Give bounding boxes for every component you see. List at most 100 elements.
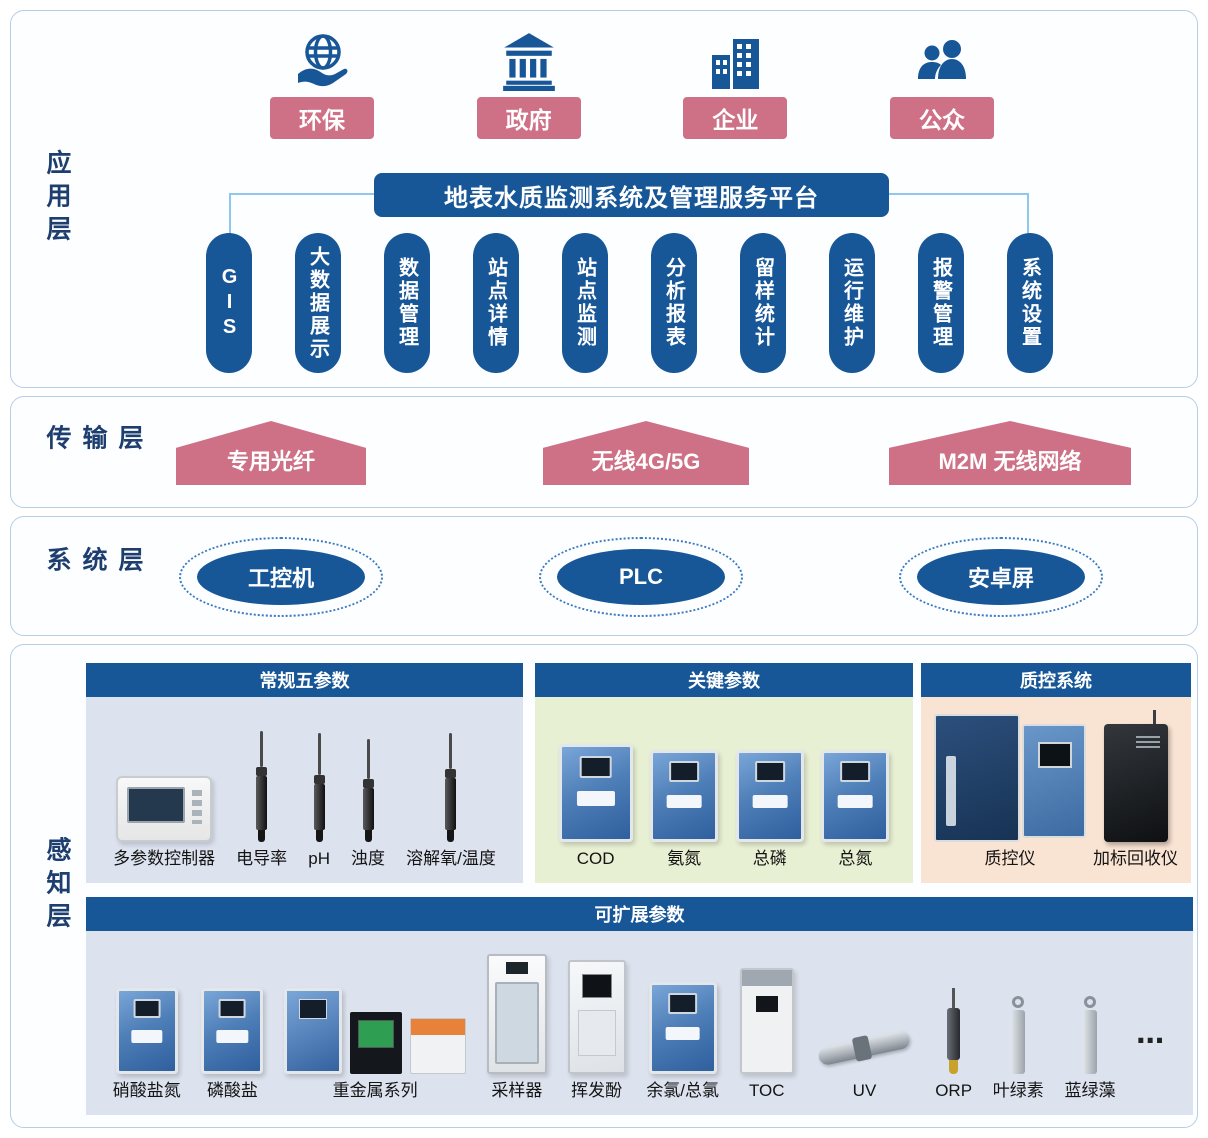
device-nitrate-analyzer: 硝酸盐氮 [113, 988, 181, 1101]
probe-icon [445, 733, 457, 843]
device-ph-probe: pH [308, 733, 330, 869]
device-bluegreen-algae-sensor: 蓝绿藻 [1064, 996, 1115, 1101]
volatile-phenol-icon [567, 960, 626, 1075]
connector-line-left-v [229, 193, 231, 233]
device-row: COD 氨氮 总磷 总氮 [535, 697, 913, 883]
platform-banner: 地表水质监测系统及管理服务平台 [374, 173, 889, 217]
module-pill-system-settings: 系统设置 [1007, 233, 1053, 373]
channel-m2m: M2M 无线网络 [889, 421, 1131, 485]
panel-title: 质控系统 [921, 663, 1191, 697]
stakeholder-environment: 环保 [256, 25, 388, 139]
qc-instrument-icon [934, 714, 1086, 843]
node-label: 安卓屏 [917, 549, 1085, 605]
device-ammonia-analyzer: 氨氮 [650, 750, 719, 869]
system-layer: 系统层 工控机 PLC 安卓屏 [10, 516, 1198, 636]
device-total-phosphorus-analyzer: 总磷 [735, 750, 804, 869]
stakeholder-government: 政府 [463, 25, 595, 139]
heavy-metal-icons [284, 988, 467, 1075]
stakeholders-row: 环保 政府 [256, 25, 1008, 139]
toc-icon [739, 968, 794, 1075]
stakeholder-label: 企业 [683, 97, 788, 139]
bluegreen-algae-sensor-icon [1082, 996, 1097, 1075]
module-pill-station-monitor: 站点监测 [562, 233, 608, 373]
application-layer: 应用层 环保 [10, 10, 1198, 388]
controller-device-icon [116, 776, 213, 843]
module-pill-analysis-report: 分析报表 [651, 233, 697, 373]
globe-hand-icon [290, 25, 354, 91]
module-pill-gis: GIS [206, 233, 252, 373]
uv-sensor-icon [814, 1022, 914, 1074]
device-total-nitrogen-analyzer: 总氮 [821, 750, 890, 869]
panel-title: 关键参数 [535, 663, 913, 697]
government-building-icon [500, 25, 558, 91]
module-pill-data-management: 数据管理 [384, 233, 430, 373]
connector-line-right-v [1027, 193, 1029, 233]
system-layer-label: 系统层 [43, 546, 143, 580]
panel-title: 可扩展参数 [86, 897, 1193, 931]
device-chlorophyll-sensor: 叶绿素 [993, 996, 1044, 1101]
probe-icon [313, 733, 325, 843]
analyzer-cabinet-icon [558, 744, 633, 843]
analyzer-cabinet-icon [735, 750, 804, 843]
device-cod-analyzer: COD [558, 744, 633, 869]
device-conductivity-probe: 电导率 [236, 731, 287, 869]
device-heavy-metal-series: 重金属系列 [284, 988, 467, 1101]
node-industrial-pc: 工控机 [179, 537, 383, 617]
module-pill-station-detail: 站点详情 [473, 233, 519, 373]
connector-line-right-h [889, 193, 1029, 195]
device-turbidity-probe: 浊度 [351, 739, 385, 869]
sampler-icon [486, 954, 547, 1075]
node-plc: PLC [539, 537, 743, 617]
chlorophyll-sensor-icon [1011, 996, 1026, 1075]
analyzer-cabinet-icon [648, 982, 717, 1075]
stakeholder-label: 公众 [889, 97, 994, 139]
device-spike-recovery-instrument: 加标回收仪 [1093, 710, 1178, 869]
device-orp-sensor: ORP [935, 988, 972, 1101]
analyzer-cabinet-icon [115, 988, 178, 1075]
channel-wireless-4g5g: 无线4G/5G [543, 421, 749, 485]
perception-layer: 感知层 常规五参数 多参数控制器 电导率 [10, 644, 1198, 1128]
transmission-layer-label: 传输层 [43, 424, 143, 458]
node-label: 工控机 [197, 549, 365, 605]
device-do-temp-probe: 溶解氧/温度 [406, 733, 496, 869]
panel-expandable-params: 可扩展参数 硝酸盐氮 磷酸盐 重金属系列 [86, 897, 1193, 1115]
panel-conventional-params: 常规五参数 多参数控制器 电导率 pH [86, 663, 523, 883]
people-icon [912, 25, 972, 91]
application-layer-label: 应用层 [43, 149, 71, 249]
module-pills-row: GIS 大数据展示 数据管理 站点详情 站点监测 分析报表 留样统计 运行维护 … [206, 233, 1053, 373]
perception-layer-label: 感知层 [43, 836, 71, 936]
stakeholder-label: 政府 [476, 97, 581, 139]
analyzer-cabinet-icon [821, 750, 890, 843]
transmission-layer: 传输层 专用光纤 无线4G/5G M2M 无线网络 [10, 396, 1198, 508]
device-row: 硝酸盐氮 磷酸盐 重金属系列 采样器 [86, 931, 1193, 1115]
node-android-screen: 安卓屏 [899, 537, 1103, 617]
module-pill-bigdata: 大数据展示 [295, 233, 341, 373]
office-buildings-icon [706, 25, 764, 91]
connector-line-left-h [229, 193, 374, 195]
module-pill-alarm-management: 报警管理 [918, 233, 964, 373]
probe-icon [362, 739, 374, 843]
more-devices-ellipsis: ⋯ [1136, 1025, 1167, 1056]
analyzer-cabinet-icon [201, 988, 264, 1075]
node-label: PLC [557, 549, 725, 605]
stakeholder-public: 公众 [876, 25, 1008, 139]
probe-icon [256, 731, 268, 843]
channel-fiber: 专用光纤 [176, 421, 366, 485]
device-sampler: 采样器 [486, 954, 547, 1101]
device-chlorine-analyzer: 余氯/总氯 [646, 982, 719, 1101]
stakeholder-enterprise: 企业 [669, 25, 801, 139]
analyzer-cabinet-icon [650, 750, 719, 843]
panel-title: 常规五参数 [86, 663, 523, 697]
module-pill-operation-maintenance: 运行维护 [829, 233, 875, 373]
device-row: 多参数控制器 电导率 pH [86, 697, 523, 883]
module-pill-sample-stats: 留样统计 [740, 233, 786, 373]
device-uv-sensor: UV [814, 1022, 914, 1101]
stakeholder-label: 环保 [270, 97, 374, 139]
device-toc-analyzer: TOC [739, 968, 794, 1101]
device-phosphate-analyzer: 磷酸盐 [201, 988, 264, 1101]
spike-recovery-icon [1103, 710, 1168, 843]
device-volatile-phenol-analyzer: 挥发酚 [567, 960, 626, 1101]
device-qc-instrument: 质控仪 [934, 714, 1086, 869]
panel-qc-system: 质控系统 质控仪 加标回收仪 [921, 663, 1191, 883]
